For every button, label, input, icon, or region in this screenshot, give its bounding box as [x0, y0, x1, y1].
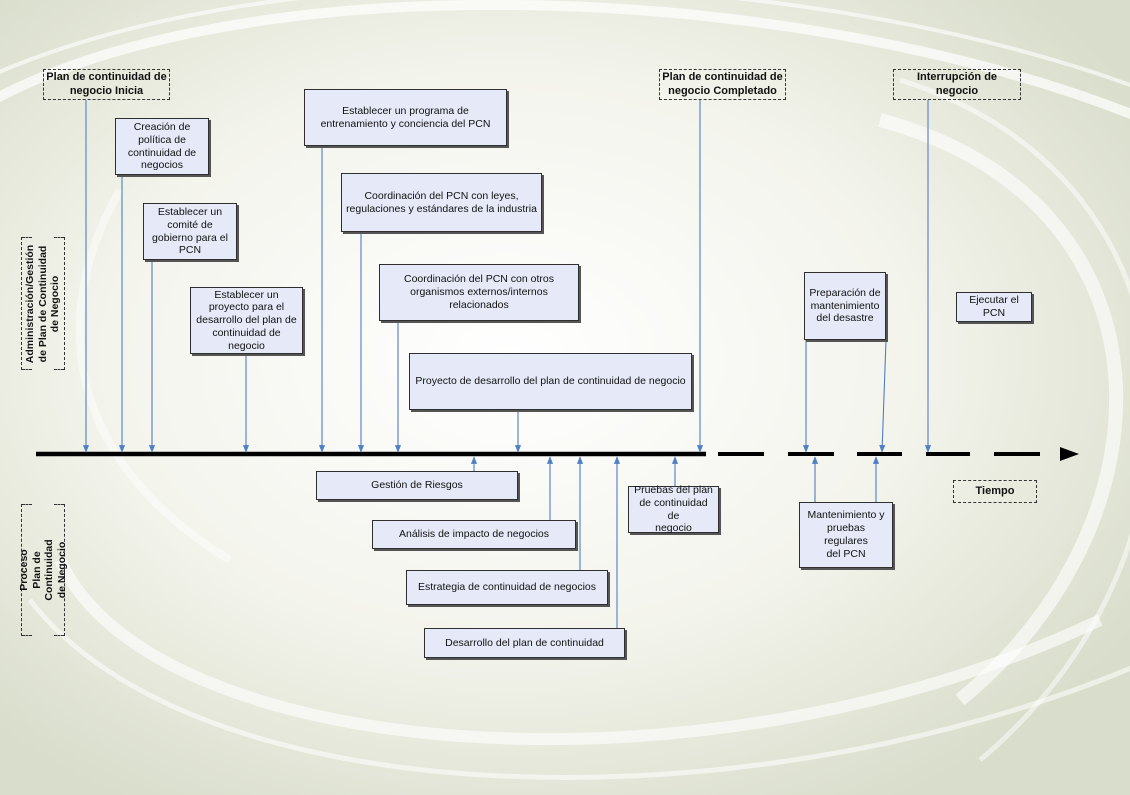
box-tests: Pruebas del plan de continuidad de negoc… [628, 483, 719, 535]
box-strategy-text: Estrategia de continuidad de negocios [417, 581, 597, 594]
box-impact: Análisis de impacto de negocios [372, 520, 576, 549]
lane-management: Administración/Gestión de Plan de Contin… [21, 237, 65, 370]
milestone-interruption: Interrupción de negocio [893, 69, 1021, 100]
box-maintenance-text: Mantenimiento y pruebas regulares del PC… [807, 509, 885, 560]
box-policy-text: Creación de política de continuidad de n… [127, 120, 197, 172]
box-impact-text: Análisis de impacto de negocios [398, 528, 549, 541]
milestone-time: Tiempo [953, 480, 1037, 503]
box-committee: Establecer un comité de gobierno para el… [143, 203, 237, 260]
box-organisms: Coordinación del PCN con otros organismo… [379, 264, 579, 321]
box-execute-text: Ejecutar el PCN [969, 294, 1019, 319]
box-execute: Ejecutar el PCN [956, 292, 1032, 322]
box-training: Establecer un programa de entrenamiento … [304, 89, 507, 146]
box-dev-project: Proyecto de desarrollo del plan de conti… [409, 353, 692, 410]
box-organisms-text: Coordinación del PCN con otros organismo… [404, 273, 554, 311]
box-committee-text: Establecer un comité de gobierno para el… [152, 205, 228, 257]
timeline-arrowhead [1060, 447, 1079, 461]
milestone-complete: Plan de continuidad de negocio Completad… [659, 69, 786, 100]
box-development-text: Desarrollo del plan de continuidad [445, 636, 604, 649]
box-project: Establecer un proyecto para el desarroll… [190, 287, 303, 354]
box-maintenance: Mantenimiento y pruebas regulares del PC… [799, 502, 893, 568]
box-development: Desarrollo del plan de continuidad [424, 628, 625, 658]
box-project-text: Establecer un proyecto para el desarroll… [196, 288, 297, 352]
lane-process-label: Proceso Plan de Continuidad de Negocio [17, 539, 68, 601]
box-risk-text: Gestión de Riesgos [371, 479, 463, 492]
box-policy: Creación de política de continuidad de n… [115, 118, 209, 175]
box-tests-text: Pruebas del plan de continuidad de negoc… [634, 483, 713, 535]
lane-management-label: Administración/Gestión de Plan de Contin… [24, 244, 62, 363]
milestone-start: Plan de continuidad de negocio Inicia [43, 69, 170, 100]
box-disaster-prep: Preparación de mantenimiento del desastr… [804, 272, 886, 340]
arrow-disaster-prep-2 [879, 339, 887, 453]
box-laws-text: Coordinación del PCN con leyes, regulaci… [346, 189, 537, 215]
box-disaster-prep-text: Preparación de mantenimiento del desastr… [809, 286, 881, 325]
box-training-text: Establecer un programa de entrenamiento … [320, 104, 491, 130]
box-strategy: Estrategia de continuidad de negocios [406, 570, 608, 605]
box-dev-project-text: Proyecto de desarrollo del plan de conti… [415, 375, 686, 388]
box-laws: Coordinación del PCN con leyes, regulaci… [341, 173, 542, 232]
box-risk: Gestión de Riesgos [316, 471, 518, 500]
lane-process: Proceso Plan de Continuidad de Negocio [17, 504, 68, 636]
